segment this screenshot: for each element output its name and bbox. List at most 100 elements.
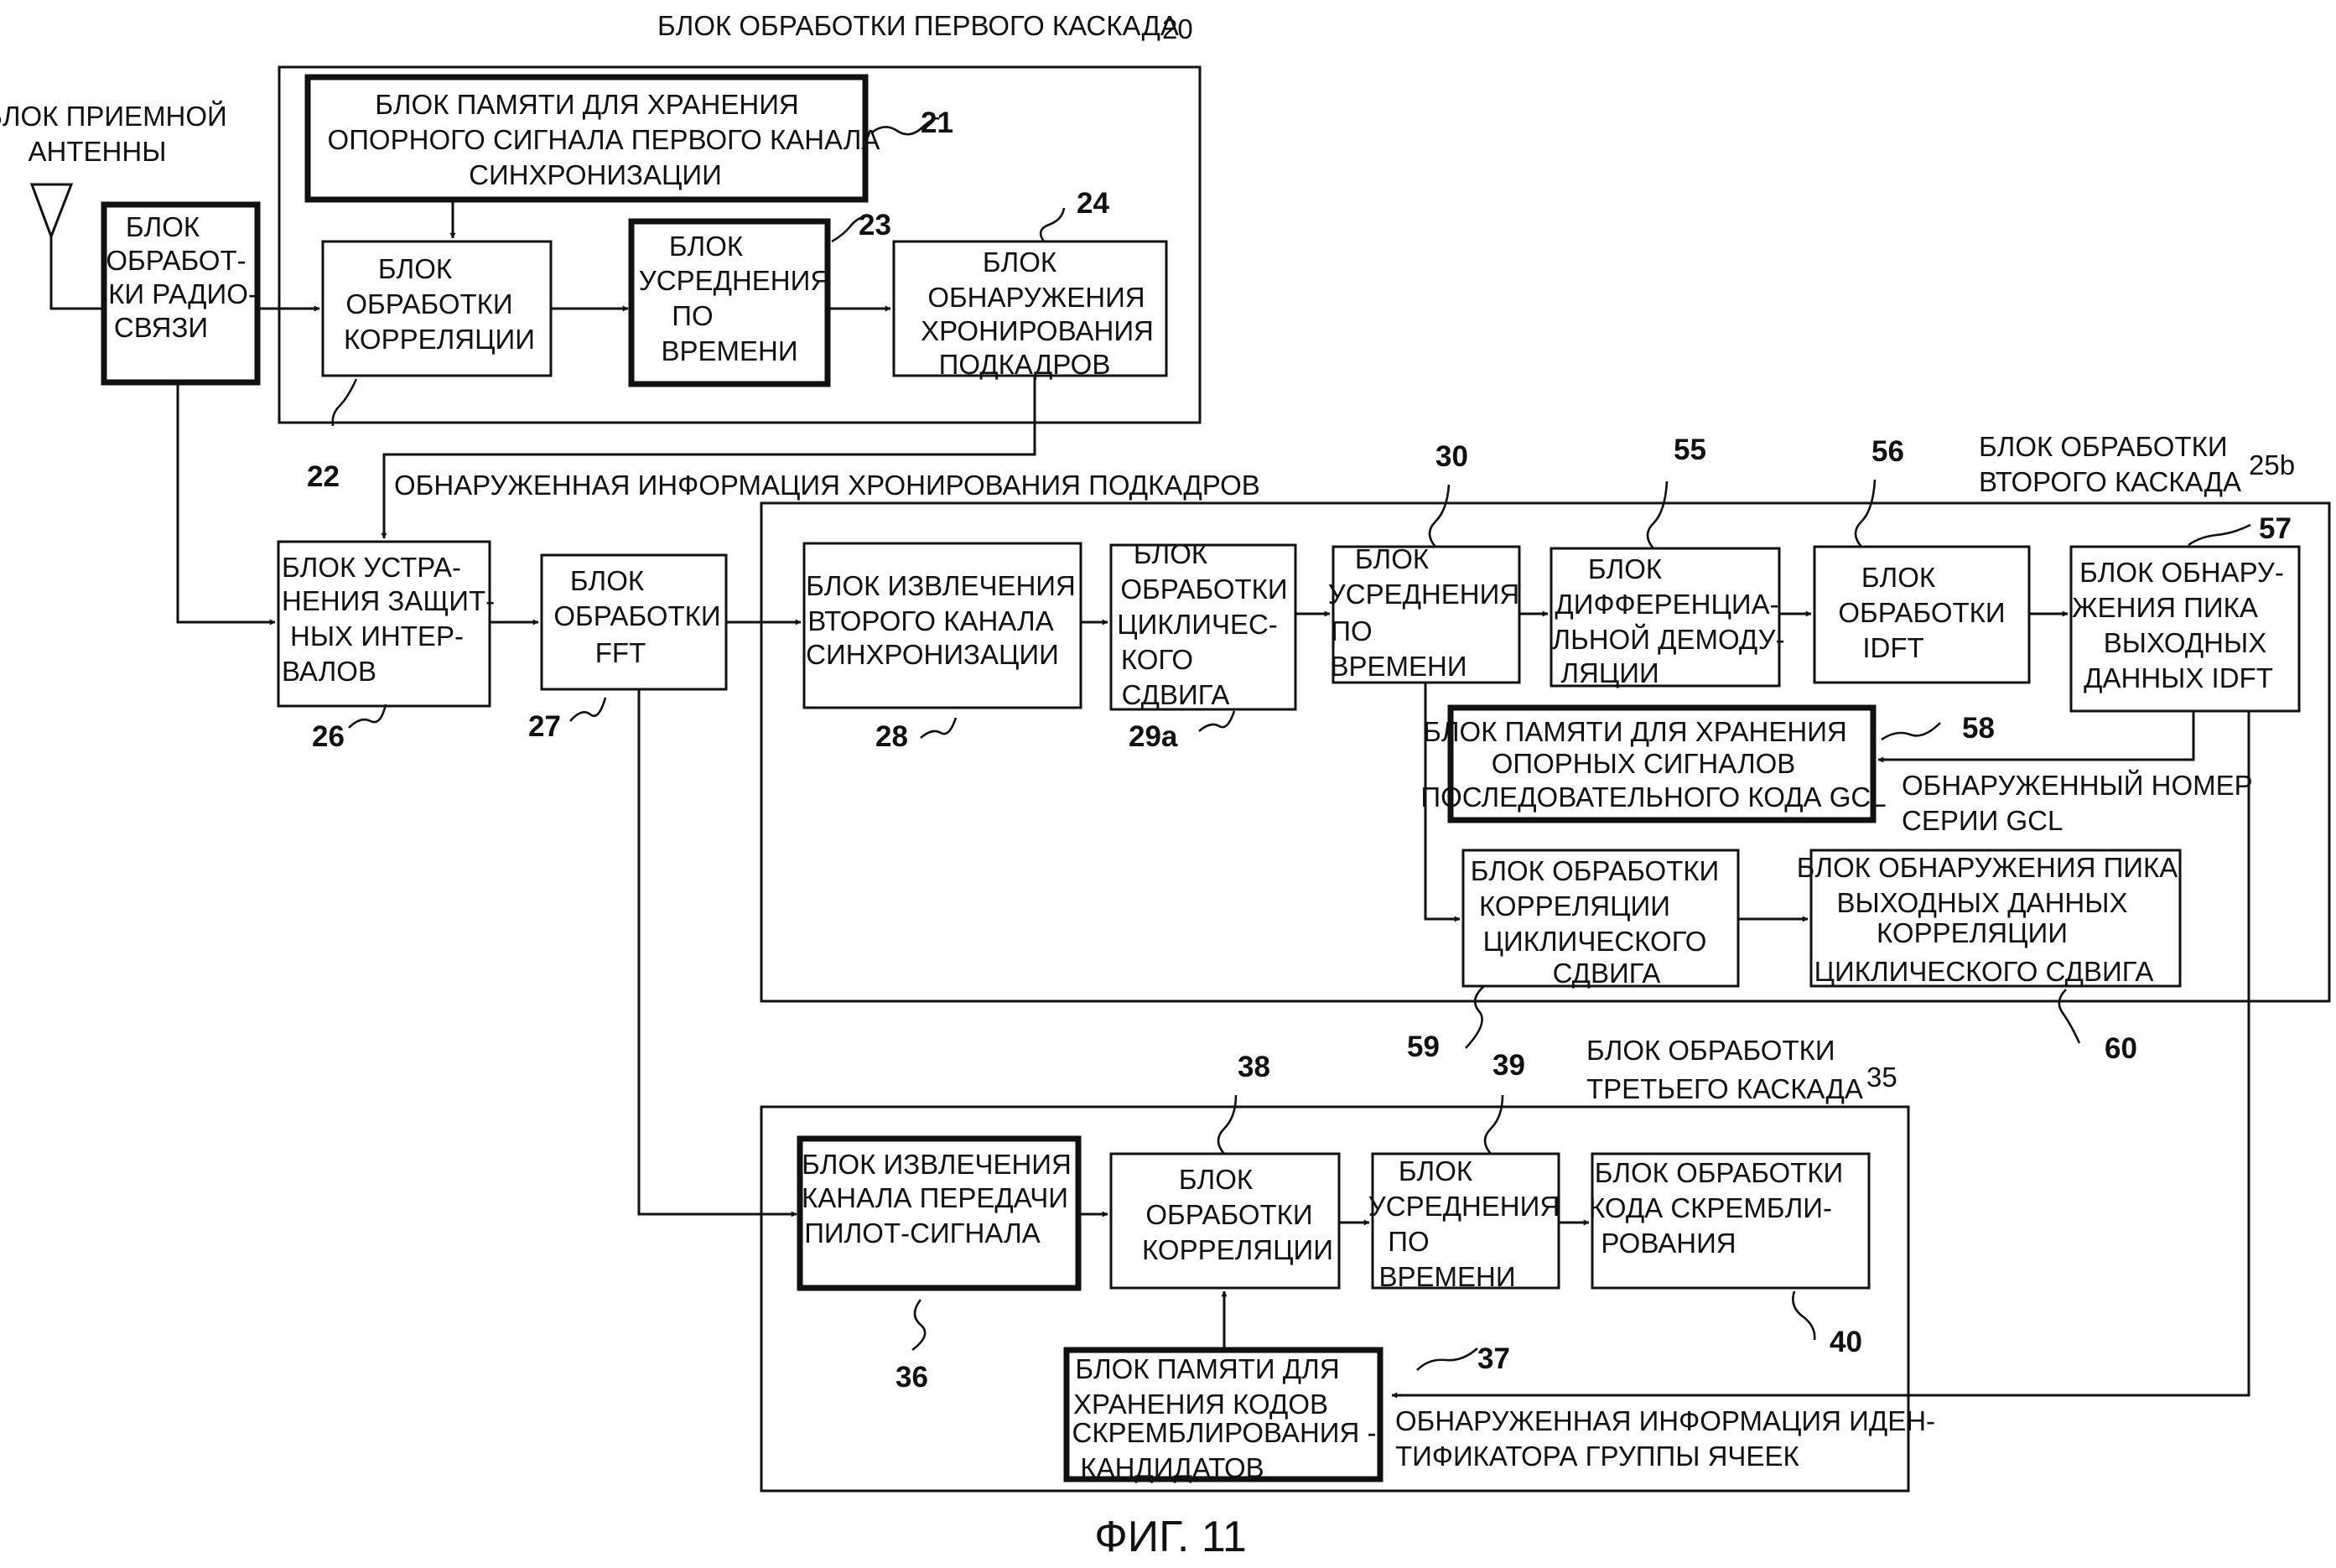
label-58-leader [1881, 722, 1941, 741]
stage3-averaging-line1: БЛОК [1399, 1155, 1473, 1186]
stage2-peak-block [2069, 545, 2301, 713]
stage1-correlation-line3: КОРРЕЛЯЦИИ [344, 324, 535, 355]
label-40: 40 [1830, 1326, 1862, 1358]
stage2-gcl-memory-line3: ПОСЛЕДОВАТЕЛЬНОГО КОДА GCL [1420, 781, 1886, 813]
stage2-idft-line3: IDFT [1862, 632, 1923, 663]
label-36: 36 [895, 1361, 928, 1394]
stage3-scrambling-line2: КОДА СКРЕМБЛИ- [1589, 1192, 1832, 1223]
stage3-correlation-line1: БЛОК [1179, 1164, 1254, 1195]
guard-removal-block [277, 540, 491, 708]
wire-peak-to-gcl-number [1877, 711, 2195, 763]
stage2-extract-block [802, 542, 1082, 709]
guard-line3: НЫХ ИНТЕР- [290, 620, 464, 652]
fft-line3: FFT [595, 637, 646, 668]
label-21-leader [871, 117, 940, 136]
stage1-averaging-line2: УСРЕДНЕНИЯ [639, 265, 830, 296]
label-57: 57 [2259, 512, 2292, 545]
stage2-cycpeak-line2: ВЫХОДНЫХ ДАННЫХ [1837, 887, 2128, 918]
label-60: 60 [2105, 1032, 2137, 1065]
stage2-demod-block [1550, 547, 1781, 688]
stage1-averaging-block [628, 218, 831, 387]
stage2-peak-line1: БЛОК ОБНАРУ- [2079, 557, 2284, 588]
wire-radio-to-guard [176, 382, 276, 626]
stage2-demod-line1: БЛОК [1588, 553, 1663, 584]
stage2-frame [760, 501, 2331, 1003]
stage2-cyccorr-line3: ЦИКЛИЧЕСКОГО [1483, 926, 1707, 957]
stage1-frame [278, 65, 1202, 424]
stage3-averaging-block [1371, 1152, 1560, 1290]
label-40-leader [1792, 1290, 1816, 1341]
stage3-averaging-line3: ПО [1388, 1226, 1429, 1257]
stage2-extract-line1: БЛОК ИЗВЛЕЧЕНИЯ [806, 570, 1076, 601]
stage1-memory-line3: СИНХРОНИЗАЦИИ [469, 159, 722, 190]
stage2-number: 25b [2249, 449, 2295, 480]
radio-block [101, 201, 261, 386]
figure-caption: ФИГ. 11 [1094, 1513, 1247, 1561]
group-info-line2: ТИФИКАТОРА ГРУППЫ ЯЧЕЕК [1395, 1441, 1799, 1472]
radio-line4: СВЯЗИ [114, 312, 208, 343]
wire-fft-to-stage3 [637, 689, 797, 1218]
label-39-leader [1483, 1094, 1504, 1155]
stage3-pilot-line3: ПИЛОТ-СИГНАЛА [804, 1218, 1041, 1249]
stage3-scrambling-line1: БЛОК ОБРАБОТКИ [1595, 1157, 1844, 1188]
stage2-averaging-line3: ПО [1331, 615, 1372, 646]
label-26: 26 [312, 720, 345, 753]
radio-line1: БЛОК [126, 211, 200, 242]
stage3-scrambling-block [1591, 1152, 1871, 1290]
stage1-memory-block [304, 74, 869, 203]
stage2-title-line1: БЛОК ОБРАБОТКИ [1979, 431, 2228, 462]
stage3-number: 35 [1866, 1062, 1897, 1093]
label-30: 30 [1435, 440, 1468, 473]
stage2-cyccorr-line2: КОРРЕЛЯЦИИ [1479, 890, 1670, 922]
label-55-leader [1646, 480, 1669, 549]
label-23: 23 [859, 209, 891, 241]
label-56: 56 [1871, 435, 1904, 468]
label-60-leader [2058, 989, 2081, 1044]
stage2-gcl-memory-line1: БЛОК ПАМЯТИ ДЛЯ ХРАНЕНИЯ [1423, 716, 1847, 747]
stage2-demod-line4: ЛЯЦИИ [1560, 657, 1659, 688]
stage2-idft-line2: ОБРАБОТКИ [1838, 597, 2005, 628]
stage3-pilot-line1: БЛОК ИЗВЛЕЧЕНИЯ [802, 1149, 1072, 1180]
stage3-correlation-line2: ОБРАБОТКИ [1145, 1199, 1312, 1230]
radio-line3: КИ РАДИО- [108, 278, 257, 309]
label-23-leader [831, 215, 866, 243]
stage3-pilot-line2: КАНАЛА ПЕРЕДАЧИ [802, 1182, 1068, 1213]
radio-line2: ОБРАБОТ- [106, 245, 246, 276]
fft-line2: ОБРАБОТКИ [553, 600, 720, 631]
stage2-cyclic-line2: ОБРАБОТКИ [1120, 574, 1287, 605]
label-59-leader [1465, 985, 1485, 1049]
stage2-demod-line3: ЛЬНОЙ ДЕМОДУ- [1552, 624, 1784, 655]
stage2-cyccorr-line4: СДВИГА [1553, 958, 1661, 989]
label-27-leader [569, 697, 607, 722]
gcl-number-line2: СЕРИИ GCL [1902, 805, 2063, 836]
label-26-leader [348, 704, 387, 729]
stage1-averaging-line1: БЛОК [669, 231, 744, 262]
stage3-frame [760, 1105, 1910, 1493]
stage3-correlation-line3: КОРРЕЛЯЦИИ [1142, 1234, 1333, 1265]
label-24-leader [1039, 207, 1066, 242]
label-39: 39 [1492, 1049, 1525, 1082]
label-24: 24 [1077, 187, 1109, 220]
stage2-cycpeak-block [1809, 849, 2182, 988]
label-57-leader [2188, 523, 2251, 547]
stage2-idft-line1: БЛОК [1861, 562, 1936, 593]
stage2-peak-line2: ЖЕНИЯ ПИКА [2072, 592, 2258, 623]
stage1-memory-line2: ОПОРНОГО СИГНАЛА ПЕРВОГО КАНАЛА [328, 124, 880, 155]
label-22-leader [331, 378, 358, 427]
label-56-leader [1854, 479, 1877, 548]
antenna-label-line1: БЛОК ПРИЕМНОЙ [0, 101, 227, 132]
label-37-leader [1416, 1347, 1478, 1371]
stage3-title-line1: БЛОК ОБРАБОТКИ [1586, 1035, 1835, 1066]
stage2-averaging-line4: ВРЕМЕНИ [1330, 651, 1466, 682]
stage1-memory-line1: БЛОК ПАМЯТИ ДЛЯ ХРАНЕНИЯ [375, 89, 799, 120]
label-37: 37 [1477, 1342, 1510, 1375]
guard-line2: НЕНИЯ ЗАЩИТ- [282, 585, 495, 616]
wire-group-id-feedback [1391, 711, 2250, 1399]
gcl-number-line1: ОБНАРУЖЕННЫЙ НОМЕР [1902, 770, 2253, 801]
stage2-averaging-line1: БЛОК [1355, 543, 1430, 574]
stage2-cycpeak-line1: БЛОК ОБНАРУЖЕНИЯ ПИКА [1797, 852, 2178, 883]
label-29a-leader [1198, 710, 1236, 732]
stage3-memory-line4: КАНДИДАТОВ [1080, 1452, 1264, 1483]
stage1-number: 20 [1162, 13, 1193, 44]
